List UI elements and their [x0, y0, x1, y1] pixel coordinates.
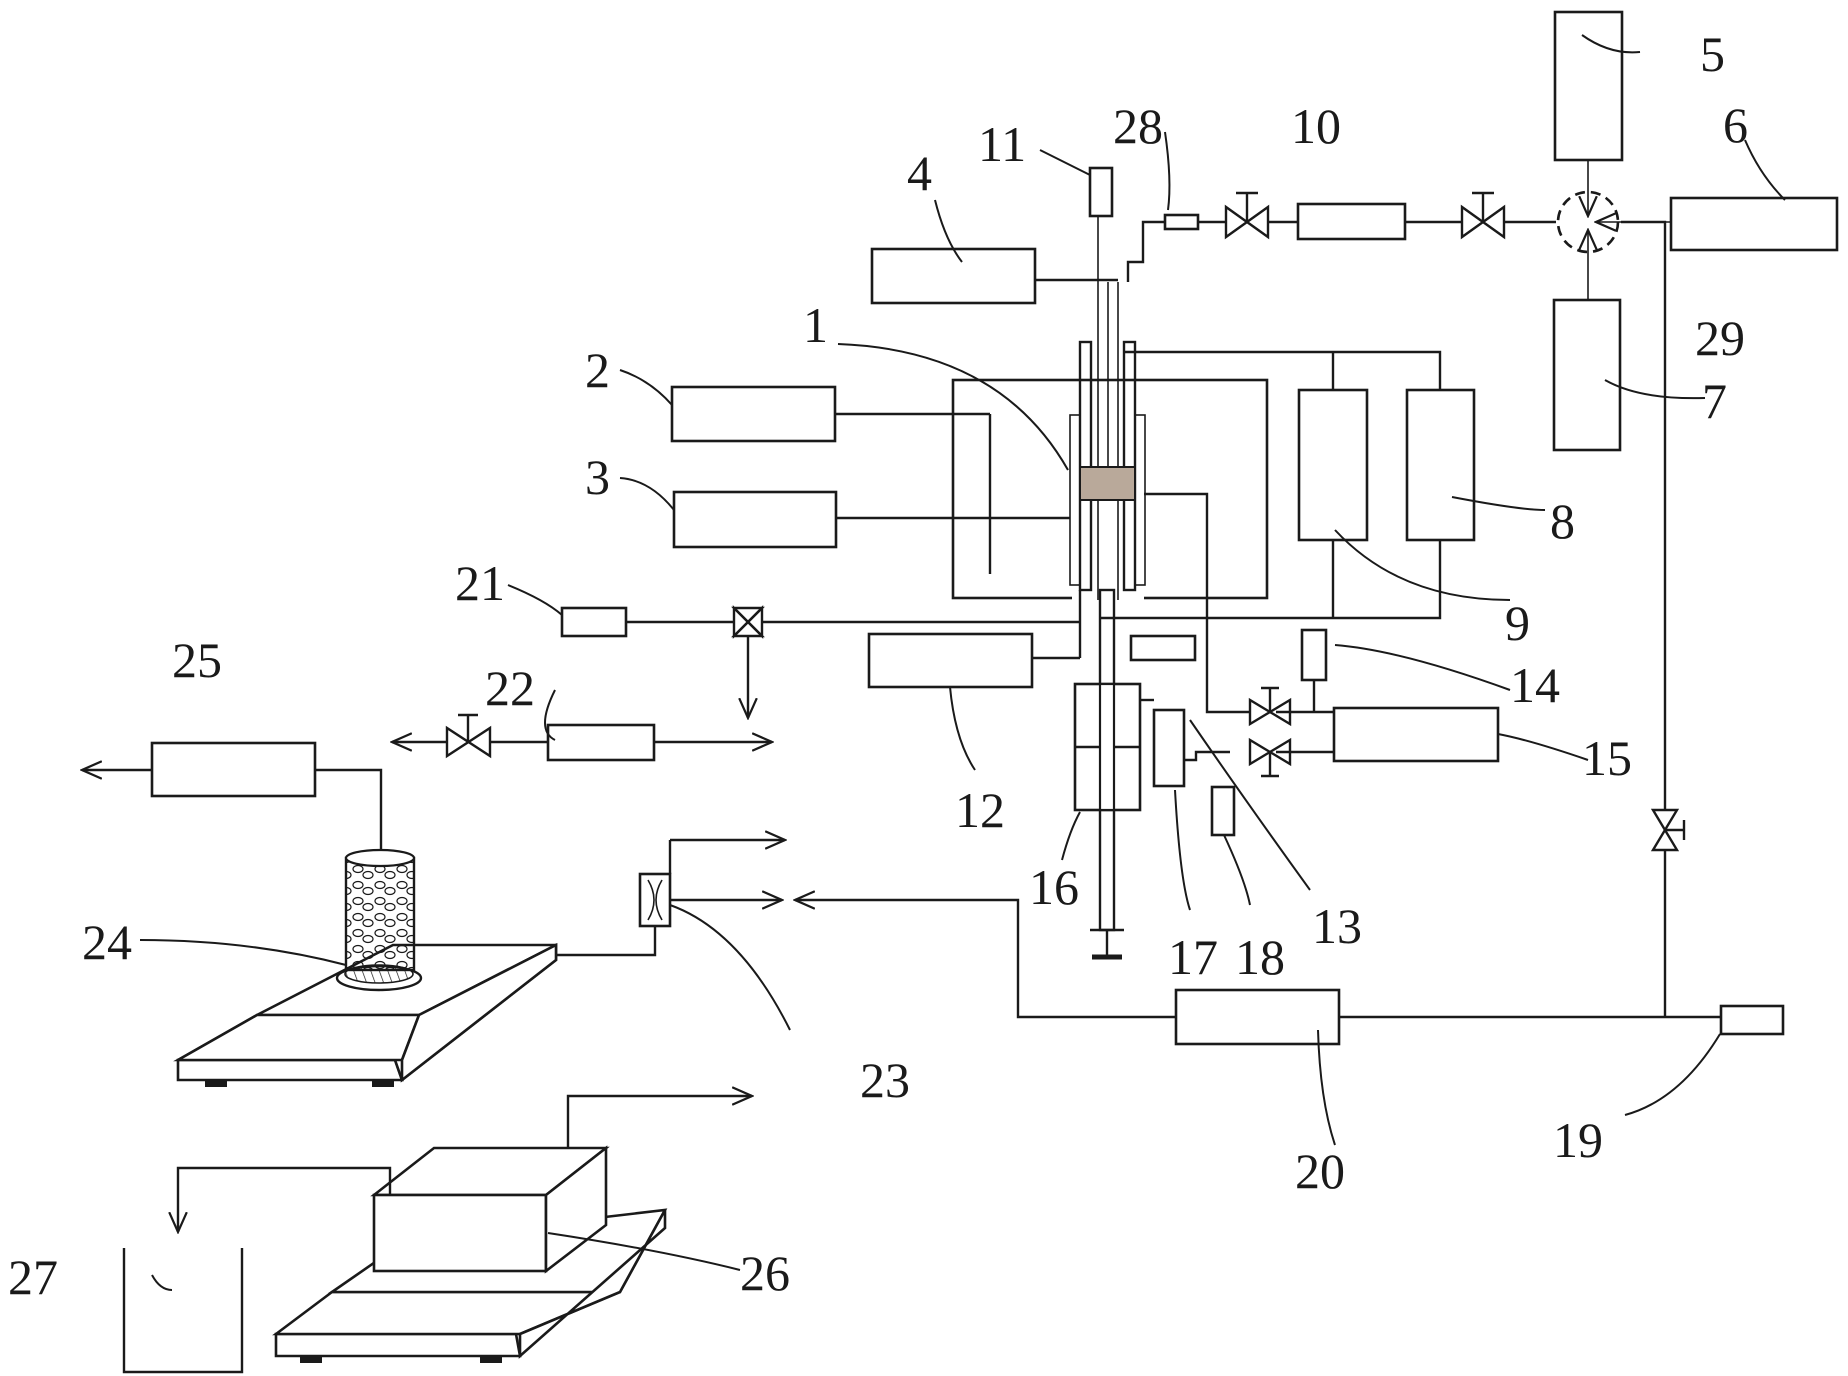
- label-16: 16: [1029, 859, 1079, 915]
- label-21: 21: [455, 555, 505, 611]
- unit-14: [1302, 630, 1326, 712]
- label-14: 14: [1510, 657, 1560, 713]
- label-26: 26: [740, 1245, 790, 1301]
- label-10: 10: [1291, 98, 1341, 154]
- label-5: 5: [1700, 26, 1725, 82]
- metering-line: [392, 715, 772, 760]
- unit-12: [869, 590, 1080, 687]
- label-3: 3: [585, 449, 610, 505]
- pump-15: [1334, 708, 1498, 761]
- component-18: [1212, 787, 1234, 835]
- label-18: 18: [1235, 929, 1285, 985]
- label-2: 2: [585, 342, 610, 398]
- gas-selector-29: [1558, 160, 1671, 300]
- label-1: 1: [803, 297, 828, 353]
- component-17: [1154, 710, 1184, 786]
- label-19: 19: [1553, 1112, 1603, 1168]
- needle-valve: [1462, 193, 1504, 237]
- flowmeter-23: [556, 840, 785, 955]
- unit-11: [1090, 168, 1112, 282]
- label-6: 6: [1723, 97, 1748, 153]
- label-17: 17: [1168, 929, 1218, 985]
- pump-valve-lower: [1250, 740, 1290, 776]
- actuator-16: [1075, 684, 1140, 810]
- label-28: 28: [1113, 98, 1163, 154]
- gas-cylinder-7: [1554, 300, 1620, 450]
- label-24: 24: [82, 914, 132, 970]
- component-13: [1131, 636, 1195, 660]
- collection-beaker-24: [337, 850, 421, 990]
- core-holder: [1070, 282, 1145, 600]
- label-23: 23: [860, 1052, 910, 1108]
- needle-valve: [1226, 193, 1268, 237]
- label-27: 27: [8, 1249, 58, 1305]
- core-sample: [1080, 467, 1135, 500]
- label-13: 13: [1312, 898, 1362, 954]
- label-25: 25: [172, 632, 222, 688]
- label-11: 11: [978, 116, 1026, 172]
- label-9: 9: [1505, 595, 1530, 651]
- unit-25: [82, 743, 381, 855]
- label-20: 20: [1295, 1143, 1345, 1199]
- unit-9: [1299, 390, 1367, 540]
- label-22: 22: [485, 660, 535, 716]
- unit-4: [872, 249, 1118, 303]
- unit-19: [1665, 1006, 1783, 1034]
- liquid-tank-26: [178, 1096, 752, 1271]
- label-4: 4: [907, 145, 932, 201]
- gas-cylinder-5: [1555, 12, 1622, 160]
- label-29: 29: [1695, 310, 1745, 366]
- gas-cylinder-6: [1671, 198, 1837, 250]
- container-27: [124, 1248, 242, 1372]
- unit-20: [795, 900, 1665, 1044]
- pump-valve-upper: [1250, 688, 1290, 724]
- unit-8: [1407, 390, 1474, 540]
- label-12: 12: [955, 782, 1005, 838]
- label-15: 15: [1582, 730, 1632, 786]
- vertical-return-line: [1621, 222, 1684, 1017]
- label-7: 7: [1702, 373, 1727, 429]
- label-8: 8: [1550, 493, 1575, 549]
